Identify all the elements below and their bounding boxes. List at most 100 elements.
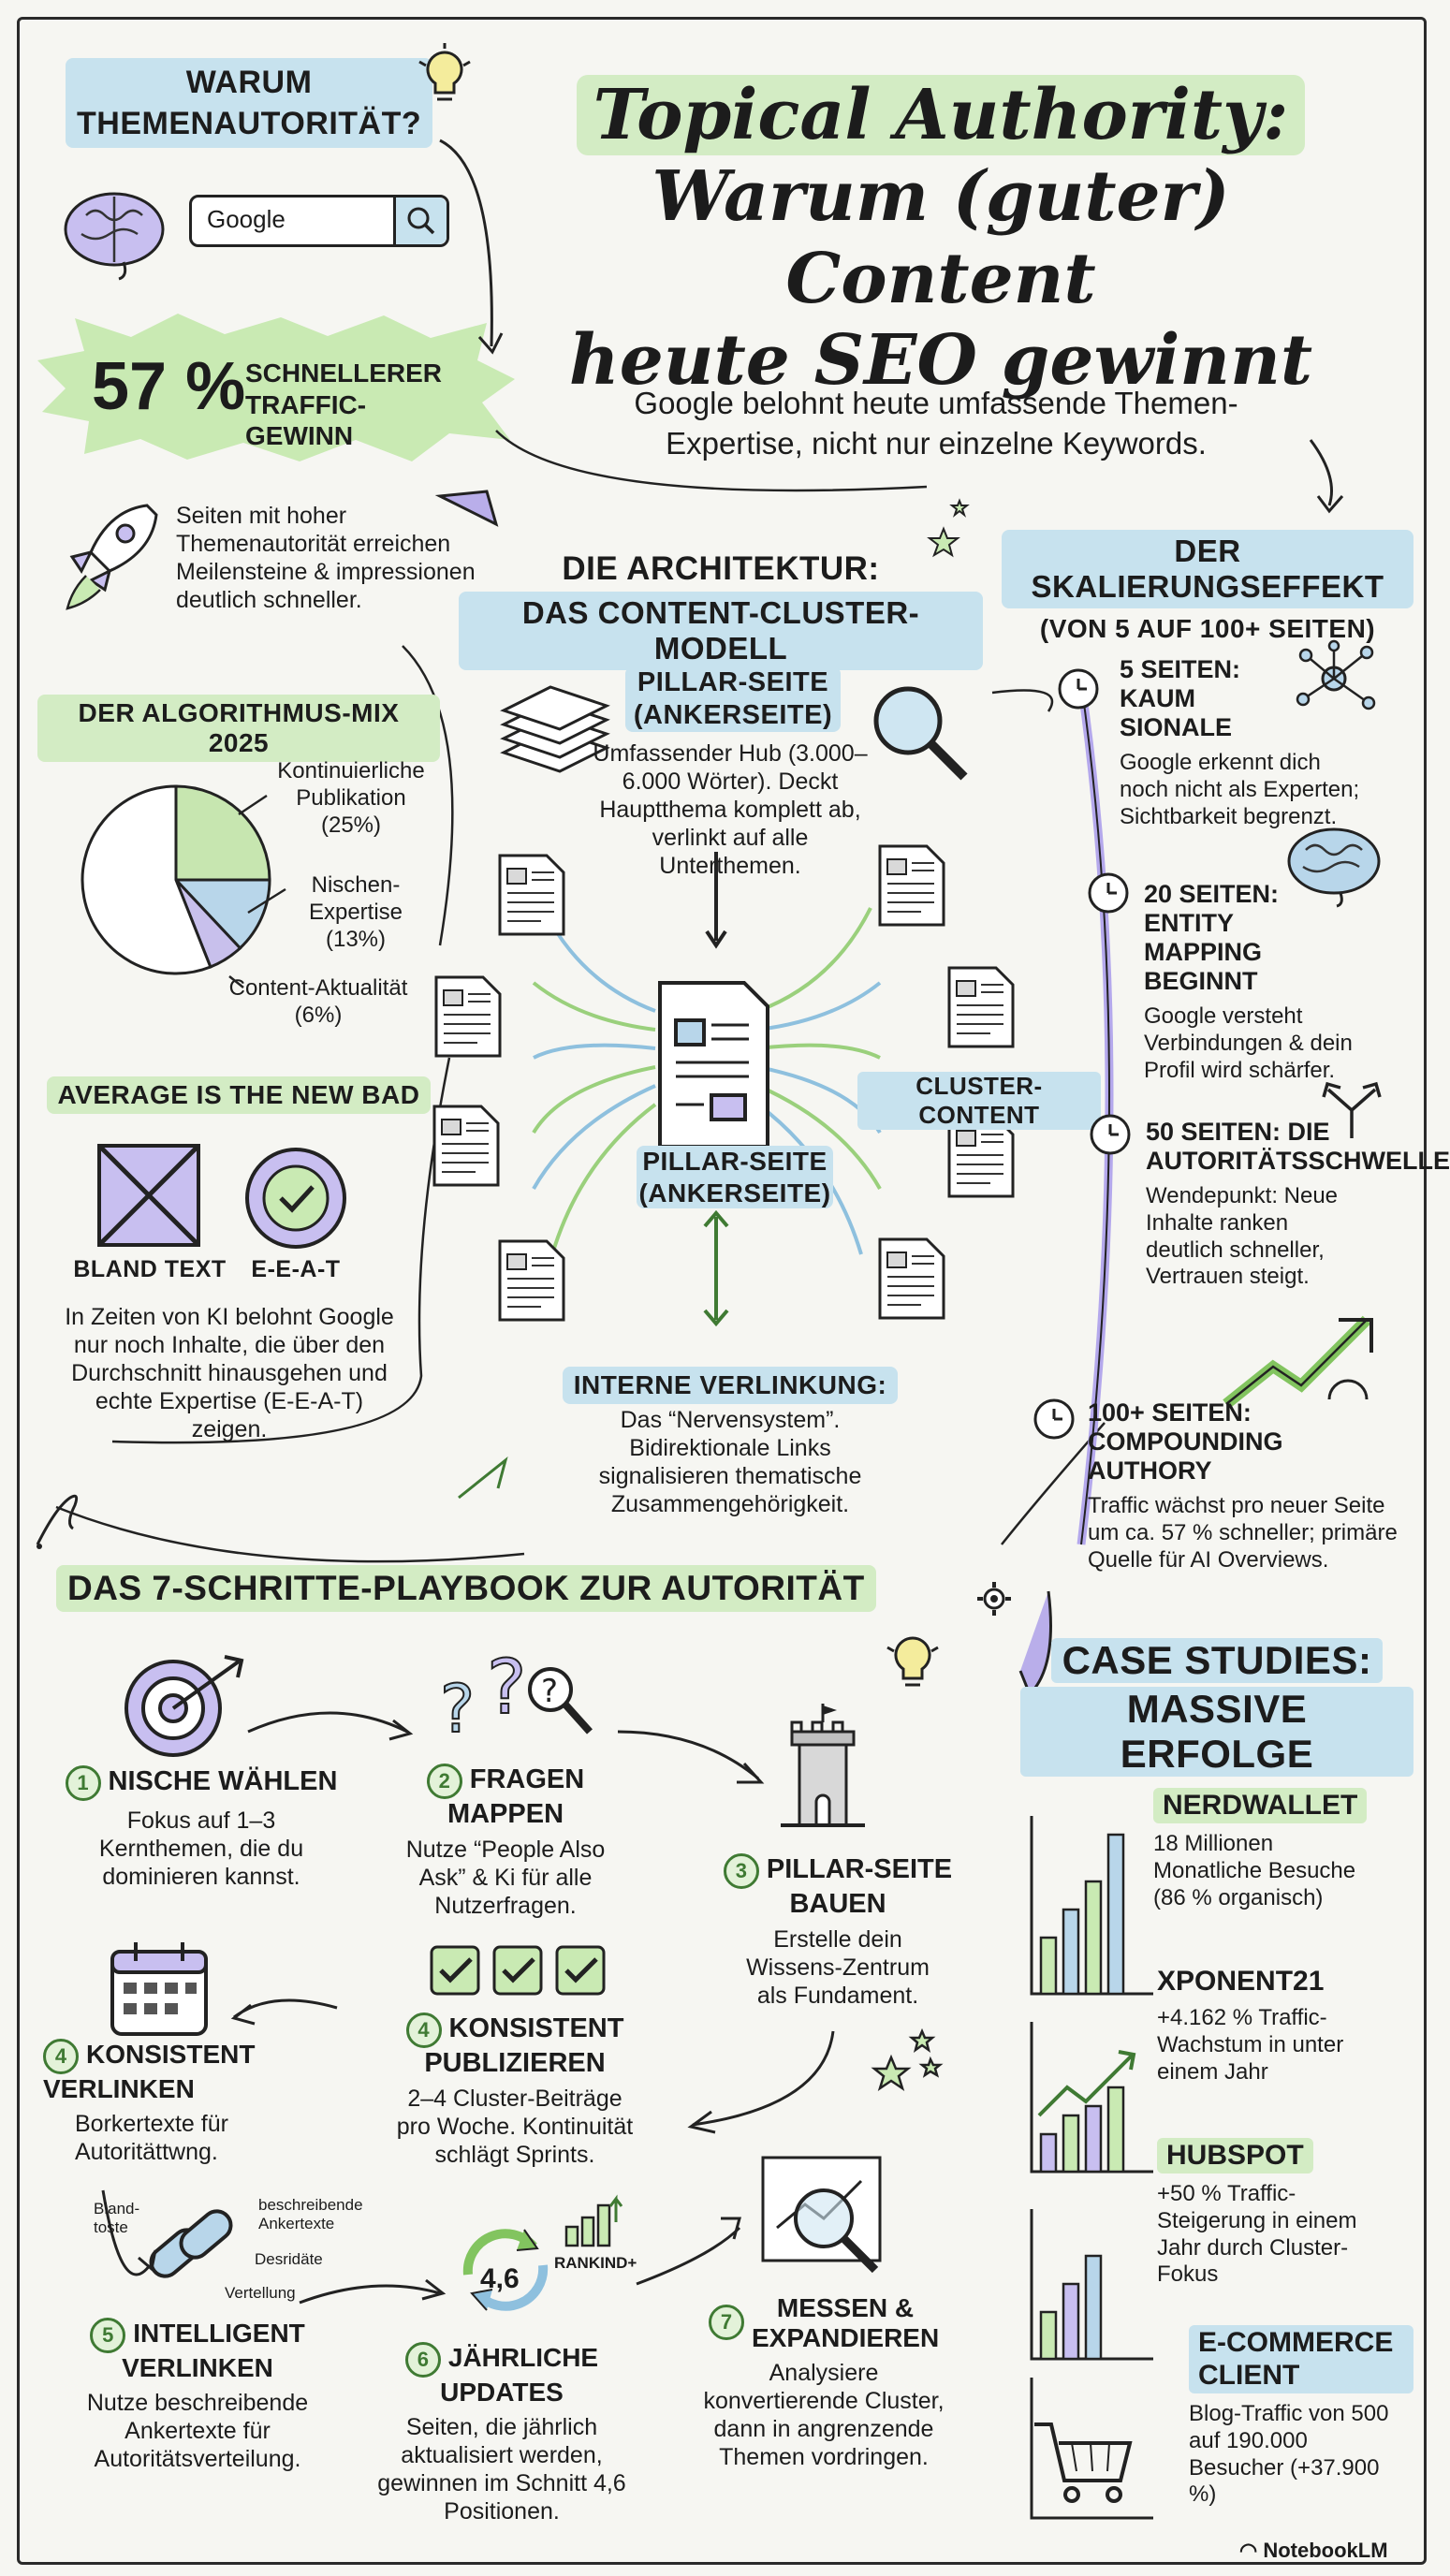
scaling-stage-4: 100+ SEITEN: COMPOUNDING AUTHORY Traffic… [1039,1398,1413,1574]
update-value: 4,6 [480,2263,520,2294]
stage-2-title: 20 SEITEN: ENTITY MAPPING BEGINNT [1144,880,1280,996]
questions-icon: ??? [431,1643,599,1755]
stat-burst [37,314,515,468]
scaling-heading-line-1: DER SKALIERUNGSEFFEKT [1002,530,1413,608]
cluster-label: CLUSTER-CONTENT [857,1072,1101,1130]
chain-label-4: Vertellung [225,2284,296,2302]
case-2-text: +4.162 % Traffic-Wachstum in unter einem… [1157,2005,1344,2085]
average-text: In Zeiten von KI belohnt Google nur noch… [65,1304,394,1442]
footer-brand-text: NotebookLM [1263,2539,1388,2562]
step-4-publish-text: 2–4 Cluster-Beiträge pro Woche. Kontinui… [396,2086,634,2168]
bland-text-label: BLAND TEXT [73,1256,227,1282]
cases-heading-line-2: MASSIVE ERFOLGE [1020,1687,1413,1777]
wavy-hand-icon [28,1488,84,1559]
pie-chart [81,784,271,975]
sparkle-icon [927,498,974,571]
stage-3-text: Wendepunkt: Neue Inhalte ranken deutlich… [1146,1183,1339,1290]
step-4-publish-number: 4 [405,2012,442,2048]
checklist-icon [427,1938,614,2008]
step-5-number: 5 [90,2318,126,2353]
scaling-heading-line-2: (VON 5 AUF 100+ SEITEN) [1039,614,1376,643]
case-4-name: E-COMMERCE CLIENT [1189,2325,1413,2393]
algorithm-heading: DER ALGORITHMUS-MIX 2025 [37,695,440,762]
step-1-text: Fokus auf 1–3 Kernthemen, die du dominie… [98,1808,304,1890]
scaling-stage-2: 20 SEITEN: ENTITY MAPPING BEGINNT Google… [1095,880,1353,1085]
pie-slice-1 [174,784,271,882]
brain-icon-scaling [1282,822,1385,911]
subtitle-line-2: Expertise, nicht nur einzelne Keywords. [666,425,1207,461]
step-7-number: 7 [709,2305,744,2340]
linking-heading: INTERNE VERLINKUNG: [562,1367,899,1404]
title-line-1: Topical Authority: [576,75,1306,155]
search-text: Google [207,205,286,233]
fork-arrow-icon [1314,1075,1389,1145]
step-7-title: MESSEN & EXPANDIEREN [752,2293,940,2353]
svg-text:?: ? [487,1644,526,1731]
case-4: E-COMMERCE CLIENT Blog-Traffic von 500 a… [1189,2325,1413,2509]
case-charts [1030,1816,1153,2520]
step-6-number: 6 [404,2342,441,2378]
title-line-3: heute SEO gewinnt [568,319,1313,401]
stage-3-title: 50 SEITEN: DIE AUTORITÄTSSCHWELLE [1146,1118,1450,1176]
pie-slice-4 [81,784,212,975]
search-icon [393,198,447,244]
lightbulb-icon [412,43,477,123]
step-2-title: FRAGEN MAPPEN [447,1764,585,1829]
timeline-line [1077,682,1114,1545]
step-6-text: Seiten, die jährlich aktualisiert werden… [377,2414,626,2525]
pillar-heading: PILLAR-SEITE (ANKERSEITE) [625,666,841,732]
stars-icon [871,2022,945,2101]
pillar-text: Umfassender Hub (3.000–6.000 Wörter). De… [593,740,868,879]
stage-1-title: 5 SEITEN: KAUM SIONALE [1120,655,1241,742]
scaling-stage-3: 50 SEITEN: DIE AUTORITÄTSSCHWELLE Wendep… [1097,1118,1450,1291]
cluster-document-icon [432,973,504,1064]
growth-arrow-icon [1217,1310,1385,1418]
stage-2-text: Google versteht Verbindungen & dein Prof… [1144,1003,1353,1083]
cluster-document-icon [431,1103,502,1193]
page-frame [17,17,1427,2565]
pie-label-2: Nischen-Expertise (13%) [308,872,403,952]
stat-label: SCHNELLERER TRAFFIC-GEWINN [245,359,443,451]
network-icon [1292,639,1376,721]
pie-slice-2 [172,878,271,951]
case-2: XPONENT21 +4.162 % Traffic-Wachstum in u… [1157,1966,1410,2086]
cluster-document-icon [876,842,947,933]
case-1-text: 18 Millionen Monatliche Besuche (86 % or… [1153,1831,1356,1910]
step-4-publish-title: KONSISTENT PUBLIZIEREN [424,2013,624,2078]
case-4-text: Blog-Traffic von 500 auf 190.000 Besuche… [1189,2401,1389,2508]
step-7-text: Analysiere konvertierende Cluster, dann … [703,2360,945,2471]
search-bar: Google [189,195,449,247]
brain-icon [58,187,170,285]
stage-4-title: 100+ SEITEN: COMPOUNDING AUTHORY [1088,1398,1283,1486]
stage-4-text: Traffic wächst pro neuer Seite um ca. 57… [1088,1493,1398,1573]
architecture-heading-line-2: DAS CONTENT-CLUSTER-MODELL [459,592,983,670]
pie-pointers [228,794,286,988]
scaling-stage-1: 5 SEITEN: KAUM SIONALE Google erkennt di… [1067,655,1359,831]
cluster-document-icon [496,852,567,943]
calendar-icon [103,1938,215,2045]
cluster-document-icon [876,1236,947,1326]
subtitle-line-1: Google belohnt heute umfassende Themen- [634,386,1238,420]
step-4-link-number: 4 [43,2039,79,2074]
case-1: NERDWALLET 18 Millionen Monatliche Besuc… [1153,1788,1406,1911]
step-1-title: NISCHE WÄHLEN [108,1766,338,1796]
cluster-document-icon [496,1237,567,1328]
stage-1-text: Google erkennt dich noch nicht als Exper… [1120,750,1360,829]
case-2-name: XPONENT21 [1157,1966,1325,1997]
pillar-document-icon [658,981,769,1149]
playbook-heading: DAS 7-SCHRITTE-PLAYBOOK ZUR AUTORITÄT [56,1565,899,1612]
case-3-text: +50 % Traffic-Steigerung in einem Jahr d… [1157,2181,1357,2288]
step-4-link-text: Borkertexte für Autoritättwng. [75,2111,228,2166]
case-1-name: NERDWALLET [1153,1788,1368,1823]
why-heading: WARUM THEMENAUTORITÄT? [66,58,433,149]
cases-heading-line-1: CASE STUDIES: [1050,1638,1384,1683]
step-2-text: Nutze “People Also Ask” & Ki für alle Nu… [405,1837,606,1919]
case-3-name: HUBSPOT [1157,2138,1313,2174]
